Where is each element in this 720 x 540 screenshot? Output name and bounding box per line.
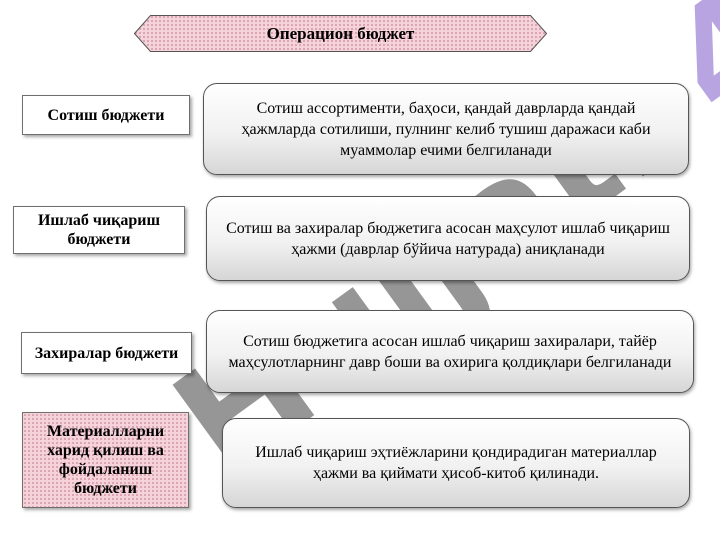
diagram-title: Операцион бюджет (134, 15, 547, 52)
diagram-title-text: Операцион бюджет (266, 23, 415, 43)
description-sales-budget: Сотиш ассортименти, баҳоси, қандай даврл… (203, 83, 689, 175)
description-materials-budget: Ишлаб чиқариш эҳтиёжларини қондирадиган … (222, 418, 690, 508)
description-inventory-budget: Сотиш бюджетига асосан ишлаб чиқариш зах… (206, 310, 694, 393)
label-inventory-budget: Захиралар бюджети (21, 332, 192, 374)
description-production-budget: Сотиш ва захиралар бюджетига асосан маҳс… (206, 196, 690, 281)
label-production-budget: Ишлаб чиқариш бюджети (13, 206, 185, 254)
label-sales-budget: Сотиш бюджети (22, 95, 190, 135)
label-materials-budget: Материалларни харид қилиш ва фойдаланиш … (22, 412, 189, 508)
